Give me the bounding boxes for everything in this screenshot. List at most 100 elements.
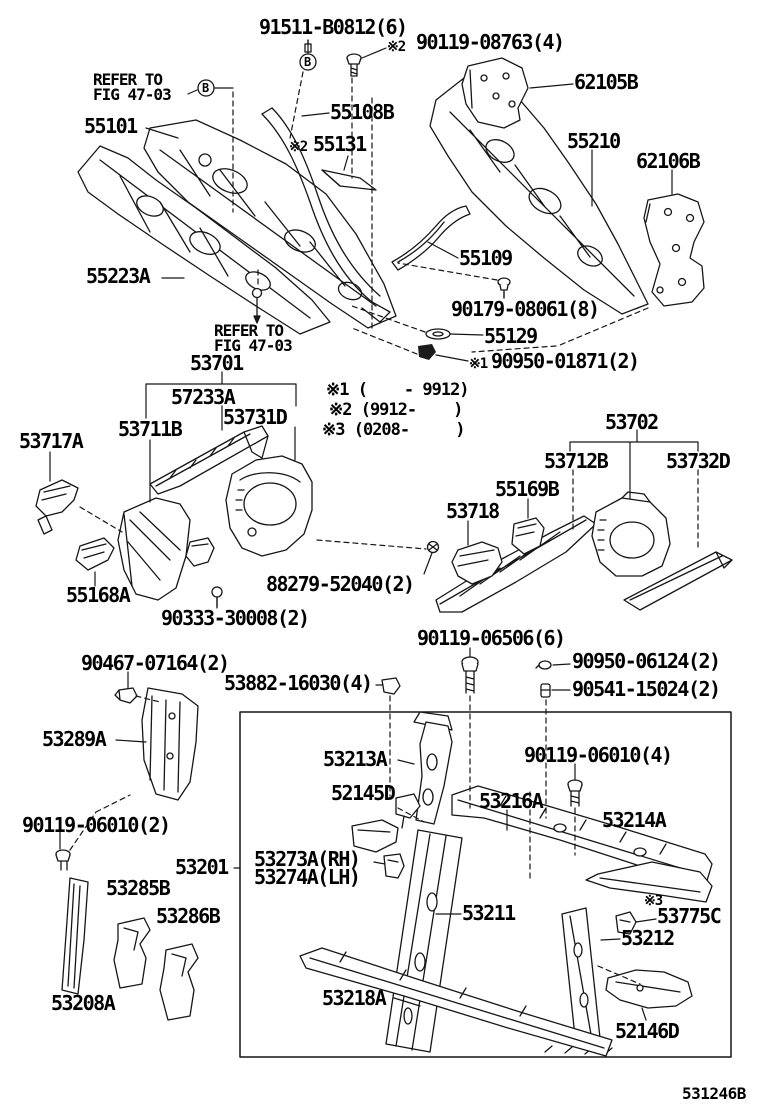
part-62105B-drawing (461, 57, 529, 129)
part-label-88279: 88279-52040(2) (266, 572, 415, 596)
leader-lines (49, 39, 699, 1021)
washer-55129-icon (425, 328, 451, 340)
assembly-dashed-lines (69, 71, 699, 985)
part-53218A-drawing (299, 947, 613, 1057)
part-label-90179: 90179-08061(8) (451, 297, 600, 321)
part-label-55223A: 55223A (86, 264, 151, 288)
refer-note-2-line1: REFER TO (214, 321, 284, 340)
part-label-62105B: 62105B (574, 70, 639, 94)
clip-90950-06124-icon (535, 660, 552, 670)
symbol-2-marker-2: ※2 (289, 139, 308, 155)
part-label-90950-01871: 90950-01871(2) (491, 349, 640, 373)
part-label-55109: 55109 (459, 246, 513, 270)
symbol-3-marker: ※3 (644, 893, 663, 909)
part-55108B-drawing (261, 107, 391, 323)
part-label-90119-08763: 90119-08763(4) (416, 30, 565, 54)
part-55210-drawing (429, 77, 649, 315)
bolt-90119-06010x2-icon (55, 849, 71, 871)
box-hatch (544, 1045, 613, 1055)
symbol-2-marker: ※2 (387, 39, 406, 55)
part-label-90541: 90541-15024(2) (572, 677, 721, 701)
part-label-53732D: 53732D (666, 449, 731, 473)
legend-item-2: ※2 (9912- ) (329, 400, 463, 420)
part-53214A-drawing (585, 861, 713, 903)
part-53731D-drawing (225, 455, 313, 557)
bolt-90119-08763-icon (346, 53, 362, 77)
part-53212-drawing (561, 907, 601, 1047)
part-52145D-drawing (395, 793, 421, 829)
part-label-53712B: 53712B (544, 449, 609, 473)
screw-88279-icon (426, 540, 440, 554)
clip-90541-15024-icon (540, 683, 551, 698)
part-label-53717A: 53717A (19, 429, 84, 453)
clip-53882-icon (381, 677, 401, 695)
part-label-53214A: 53214A (602, 808, 667, 832)
legend-item-3: ※3 (0208- ) (322, 420, 466, 440)
callout-b-1: B (304, 55, 312, 69)
part-label-55108B: 55108B (330, 100, 395, 124)
part-55101-drawing (143, 119, 397, 329)
part-label-53285B: 53285B (106, 876, 171, 900)
part-55223A-drawing (77, 145, 331, 335)
bolt-90119-06506-icon (461, 656, 479, 694)
part-label-53702: 53702 (605, 410, 659, 434)
part-53702-wheelhouse-drawing (591, 491, 671, 577)
part-53717A-drawing (35, 479, 79, 535)
refer-note-1-line2: FIG 47-03 (93, 85, 172, 104)
part-62106B-drawing (643, 193, 705, 307)
part-label-53273A: 53273A(RH) (254, 847, 361, 871)
part-label-52145D: 52145D (331, 781, 396, 805)
part-53775C-drawing (615, 911, 637, 935)
part-label-62106B: 62106B (636, 149, 701, 173)
part-53208A-drawing (61, 877, 89, 995)
part-label-53701: 53701 (190, 351, 244, 375)
part-53201-box (239, 711, 732, 1058)
part-53289A-drawing (141, 687, 199, 801)
part-label-53212: 53212 (621, 926, 675, 950)
part-53273A-53274A-drawing (351, 819, 405, 879)
part-53718-drawing (451, 541, 503, 585)
part-label-55168A: 55168A (66, 583, 131, 607)
callout-b-2: B (202, 81, 210, 95)
part-55169B-drawing (511, 517, 545, 555)
part-label-53213A: 53213A (323, 747, 388, 771)
part-label-55131: 55131 (313, 132, 367, 156)
figure-code: 531246B (682, 1084, 746, 1103)
part-label-53289A: 53289A (42, 727, 107, 751)
part-57233A-drawing (149, 425, 269, 495)
grommet-refer-icon (251, 287, 263, 324)
callout-b-circle-1 (299, 53, 317, 71)
part-53285B-drawing (113, 917, 151, 989)
part-label-90119-06010-2: 90119-06010(2) (22, 813, 171, 837)
part-53286B-drawing (159, 943, 199, 1021)
part-label-90467: 90467-07164(2) (81, 651, 230, 675)
part-apron-bracket-drawing (185, 537, 215, 567)
part-55131-drawing (321, 169, 377, 191)
part-label-53208A: 53208A (51, 991, 116, 1015)
part-label-55169B: 55169B (495, 477, 560, 501)
part-label-55210: 55210 (567, 129, 621, 153)
part-52146D-drawing (605, 969, 693, 1009)
clip-90950-01871-icon (418, 344, 436, 360)
part-label-53286B: 53286B (156, 904, 221, 928)
clip-90467-icon (114, 687, 138, 704)
part-label-57233A: 57233A (171, 385, 236, 409)
part-55109-drawing (391, 205, 471, 271)
part-label-53216A: 53216A (479, 789, 544, 813)
part-label-53731D: 53731D (223, 405, 288, 429)
symbol-1-marker: ※1 (469, 356, 488, 372)
bolt-90119-06010x4-icon (567, 779, 583, 807)
part-label-90119-06010-4: 90119-06010(4) (524, 743, 673, 767)
refer-note-1-line1: REFER TO (93, 70, 163, 89)
part-label-53882: 53882-16030(4) (224, 671, 373, 695)
part-label-55101: 55101 (84, 114, 138, 138)
part-label-53201: 53201 (175, 855, 229, 879)
part-55168A-drawing (75, 537, 115, 571)
part-label-53274A: 53274A(LH) (254, 865, 361, 889)
part-53732D-drawing (623, 551, 733, 611)
refer-note-2-line2: FIG 47-03 (214, 336, 293, 355)
part-label-90950-06124: 90950-06124(2) (572, 649, 721, 673)
callout-b-circle-2 (197, 79, 215, 97)
